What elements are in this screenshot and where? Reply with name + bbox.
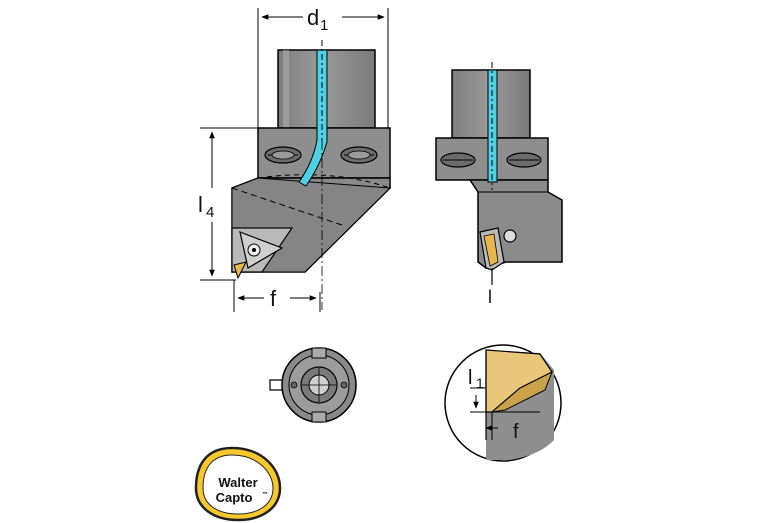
dim-l1-label: l (468, 367, 472, 389)
front-view (231, 40, 392, 310)
dimension-d1: d 1 (257, 5, 389, 128)
logo-line2: Capto (216, 490, 253, 505)
dim-l4-sub: 4 (206, 204, 214, 221)
walter-capto-logo: Walter Capto ™ (194, 446, 282, 522)
coolant-channel (298, 40, 328, 187)
end-view (269, 347, 357, 423)
side-screw-icon (503, 229, 517, 243)
dim-d1-label: d (307, 5, 319, 30)
cutting-tip (233, 261, 247, 280)
dim-l4-label: l (198, 192, 203, 217)
side-view: l (435, 62, 563, 307)
dim-f-detail-label: f (513, 421, 519, 443)
flange-screw-right-icon (340, 146, 378, 164)
dim-l-side-label: l (488, 287, 492, 307)
dim-l1-sub: 1 (476, 375, 484, 391)
logo-line1: Walter (218, 475, 257, 490)
side-screw-right-icon (506, 152, 542, 168)
dim-d1-sub: 1 (320, 17, 328, 34)
triangle-insert-icon (239, 231, 284, 269)
logo-trademark: ™ (262, 491, 268, 498)
flange-screw-left-icon (264, 146, 302, 164)
side-screw-left-icon (440, 152, 476, 168)
dimension-f-main: f (233, 280, 321, 312)
dim-f-label: f (270, 286, 277, 311)
dimension-l4: l 4 (198, 127, 258, 281)
detail-view: l 1 f (444, 344, 562, 462)
